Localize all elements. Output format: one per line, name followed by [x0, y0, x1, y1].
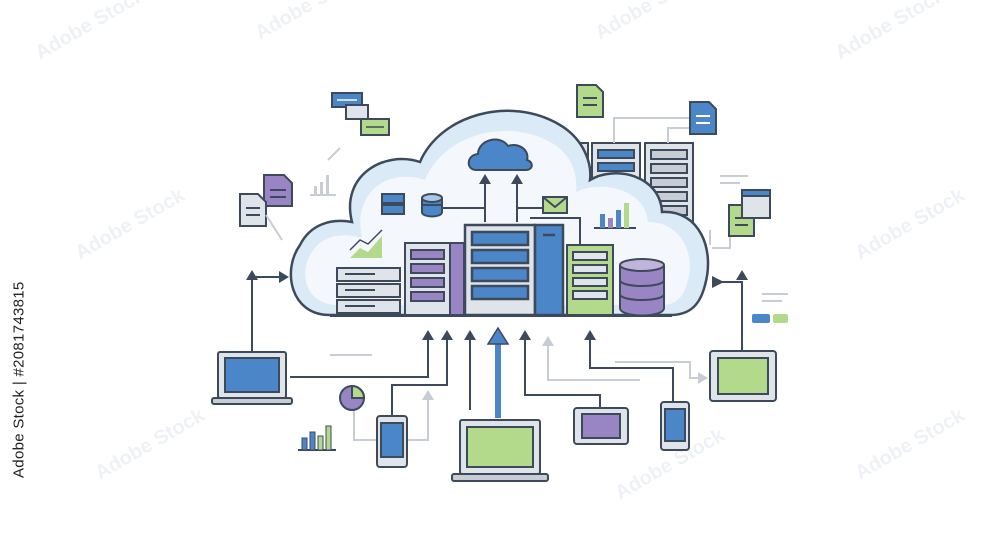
browser-window-icon	[741, 189, 771, 219]
document-purple-icon	[263, 174, 293, 207]
document-green-top-icon	[576, 84, 604, 118]
server-rack-main-icon	[463, 223, 565, 317]
secondary-connector-lines	[327, 147, 731, 441]
server-connector-lines	[613, 117, 690, 143]
svg-text:Adobe Stock: Adobe Stock	[852, 404, 970, 485]
document-connector	[265, 214, 283, 241]
laptop-center-icon	[451, 419, 549, 482]
secondary-arrow-heads	[422, 336, 708, 400]
svg-text:Adobe Stock: Adobe Stock	[832, 0, 950, 64]
server-rack-purple-icon	[404, 242, 465, 316]
pie-chart-icon	[339, 384, 366, 411]
arrow-heads-bottom	[246, 270, 748, 340]
envelope-icon	[542, 196, 568, 214]
document-gray-icon	[239, 193, 267, 227]
laptop-left-icon	[211, 351, 293, 405]
arrow-heads-top	[479, 174, 523, 184]
document-blue-icon	[689, 101, 717, 135]
database-icon-small	[421, 193, 443, 218]
bar-chart-icon-cloud	[594, 203, 636, 229]
server-rack-green-icon	[566, 244, 614, 316]
chat-bubble-icons	[331, 92, 390, 136]
svg-text:Adobe Stock: Adobe Stock	[852, 184, 970, 265]
bar-chart-icon-bottom-left	[298, 425, 336, 451]
server-stack-left-icon	[336, 267, 401, 314]
tablet-purple-icon	[573, 407, 629, 445]
svg-text:Adobe Stock: Adobe Stock	[252, 0, 370, 44]
svg-text:Adobe Stock: Adobe Stock	[92, 404, 210, 485]
toggle-icons	[752, 314, 788, 323]
svg-text:Adobe Stock: Adobe Stock	[592, 0, 710, 44]
text-lines-decoration	[720, 175, 788, 302]
smartphone-right-icon	[660, 401, 690, 451]
database-icon	[619, 258, 665, 317]
svg-text:Adobe Stock: Adobe Stock	[72, 184, 190, 265]
main-upload-arrow-head	[486, 326, 510, 345]
svg-text:Adobe Stock: Adobe Stock	[32, 0, 150, 64]
smartphone-left-icon	[376, 415, 408, 468]
cloud-icon	[467, 138, 533, 171]
server-icon-small	[381, 193, 405, 215]
tablet-right-icon	[709, 350, 777, 402]
line-chart-icon	[349, 229, 383, 258]
bar-chart-icon-topleft	[310, 175, 336, 196]
